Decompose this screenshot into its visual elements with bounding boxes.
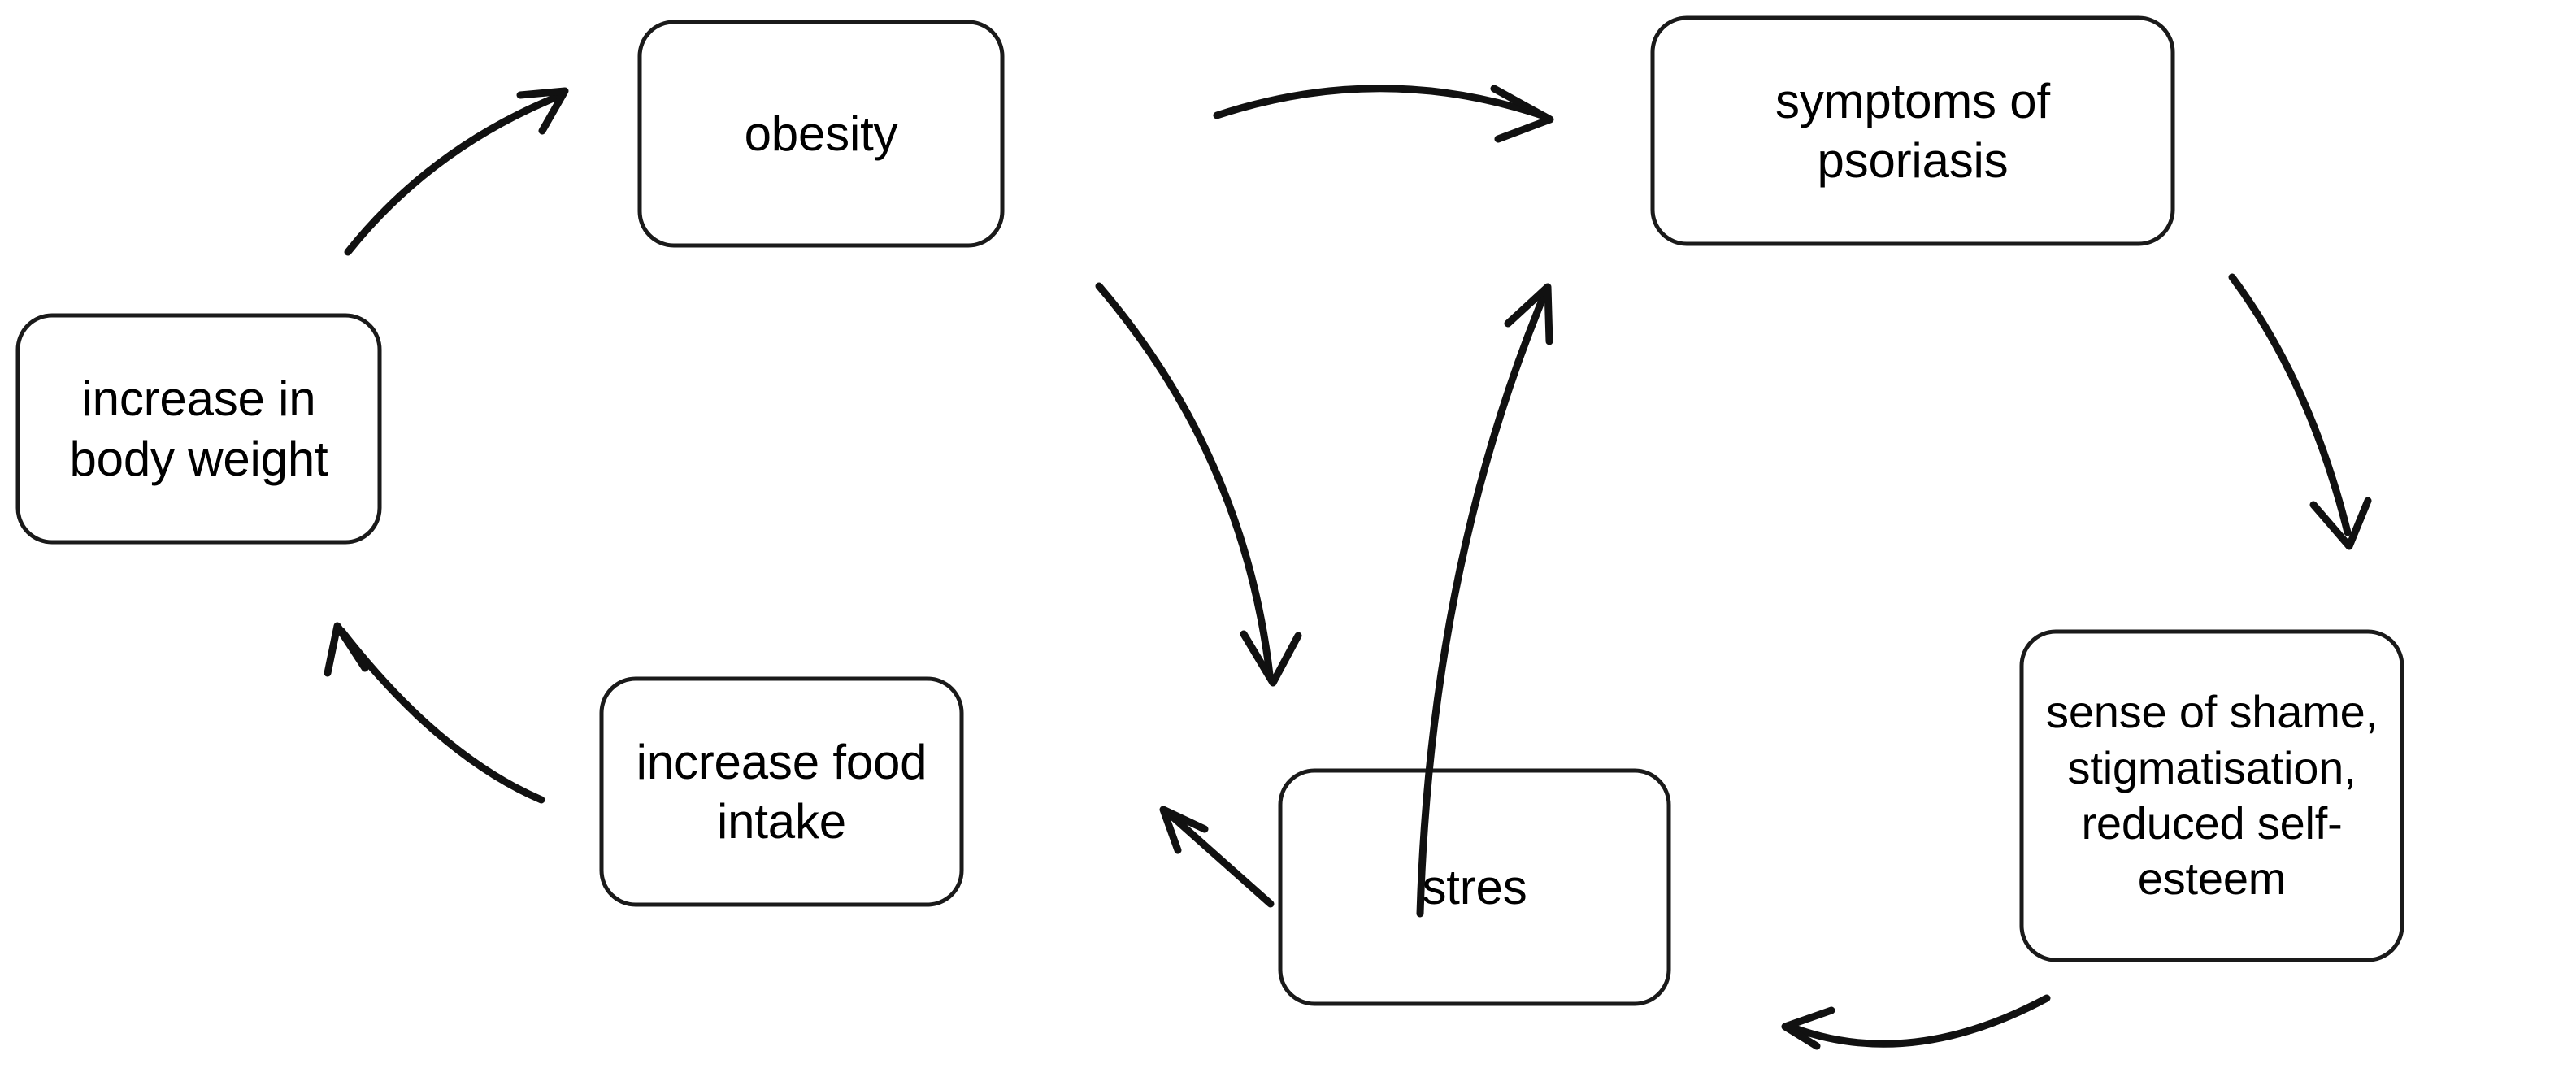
arrowhead-icon	[2309, 497, 2372, 550]
edge-line	[344, 92, 563, 256]
arrowhead-icon	[324, 622, 369, 677]
arrowhead-icon	[516, 87, 569, 135]
edge-line	[1164, 809, 1275, 908]
node-box-stres[interactable]	[1278, 768, 1671, 1006]
edge-line	[337, 627, 545, 804]
node-box-sense-of-shame[interactable]	[2019, 629, 2404, 962]
arrowhead-icon	[1504, 283, 1553, 345]
edge-obesity-to-symptoms[interactable]	[1213, 85, 1554, 143]
arrowhead-icon	[1490, 85, 1554, 143]
edge-symptoms-to-shame[interactable]	[2228, 273, 2372, 550]
edge-obesity-to-stres[interactable]	[1095, 282, 1302, 687]
edge-body-weight-to-obesity[interactable]	[344, 87, 569, 256]
arrowhead-icon	[1159, 806, 1209, 854]
edge-line	[1095, 282, 1274, 679]
arrowhead-icon	[1781, 1006, 1835, 1050]
edge-stres-to-symptoms[interactable]	[1416, 283, 1553, 918]
edge-stres-to-food-intake[interactable]	[1159, 806, 1275, 908]
node-box-increase-in-body-weight[interactable]	[15, 313, 382, 545]
edge-food-intake-to-body-weight[interactable]	[324, 622, 545, 804]
arrowhead-icon	[1240, 630, 1302, 687]
edge-line	[1213, 85, 1549, 120]
edge-line	[2228, 273, 2352, 536]
edge-shame-to-stres[interactable]	[1781, 994, 2051, 1050]
node-box-obesity[interactable]	[637, 20, 1005, 248]
edge-line	[1416, 290, 1549, 918]
node-box-symptoms-of-psoriasis[interactable]	[1650, 15, 2175, 246]
edge-line	[1788, 994, 2051, 1048]
node-box-increase-food-intake[interactable]	[599, 676, 964, 907]
